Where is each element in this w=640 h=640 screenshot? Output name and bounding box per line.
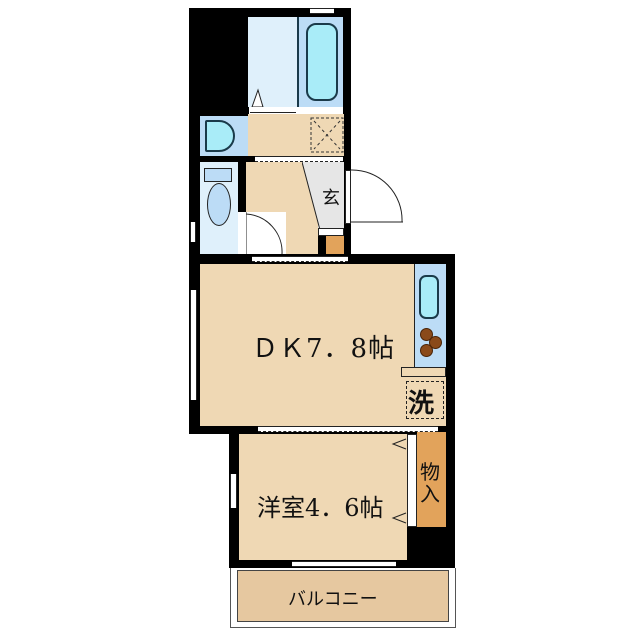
bathroom-dressing-area <box>248 17 298 107</box>
kitchen-shelf <box>401 367 446 377</box>
wall-toilet-right <box>238 162 246 212</box>
closet-door-arrow-icon <box>391 512 407 524</box>
front-door-frame <box>345 170 351 224</box>
stove-burner-icon <box>429 336 442 349</box>
closet-door-arrow-icon <box>391 438 407 450</box>
western-room <box>239 434 407 561</box>
dk-window[interactable] <box>190 290 197 400</box>
balcony-label: バルコニー <box>288 589 378 610</box>
dk-room <box>200 264 446 428</box>
washroom-door[interactable] <box>255 156 343 162</box>
dk-western-sliding-door[interactable] <box>258 426 438 432</box>
sink-icon <box>419 275 439 319</box>
wall-dk-right <box>446 254 455 554</box>
western-room-label: 洋室4．6帖 <box>257 494 384 522</box>
washing-space-icon <box>310 117 344 153</box>
wall-shoe-left <box>318 236 326 260</box>
balcony <box>237 570 449 622</box>
closet-label-line2: 入 <box>420 482 440 506</box>
washroom <box>248 114 344 156</box>
washbasin-icon <box>205 120 235 152</box>
balcony-window[interactable] <box>292 561 396 567</box>
shoe-box <box>318 228 344 236</box>
toilet-door-swing-icon <box>246 212 286 256</box>
front-door-swing-icon[interactable] <box>350 168 410 226</box>
entrance-label: 玄 <box>322 188 340 209</box>
wall-top <box>189 8 351 17</box>
bath-door[interactable] <box>250 107 296 113</box>
closet-doors[interactable] <box>407 434 417 527</box>
stove-burner-icon <box>420 344 433 357</box>
toilet-tank-icon <box>204 168 232 182</box>
laundry-space <box>406 381 444 419</box>
entrance-area <box>302 162 344 230</box>
hallway-door[interactable] <box>252 256 348 262</box>
bathroom-window[interactable] <box>310 8 334 14</box>
western-window[interactable] <box>230 474 237 508</box>
laundry-label: 洗 <box>408 389 435 419</box>
wall-mid-left <box>189 110 200 260</box>
bathtub-icon <box>306 23 338 101</box>
dk-room-label: ＤＫ7．8帖 <box>252 334 396 364</box>
toilet-window[interactable] <box>190 222 196 242</box>
wall-top-left-block <box>189 8 249 116</box>
closet-label-line1: 物 <box>420 460 440 484</box>
shoe-cabinet <box>326 236 344 256</box>
wall-top-right <box>343 8 351 260</box>
toilet-bowl-icon <box>207 183 231 226</box>
door-swing-icon <box>251 88 264 108</box>
closet <box>417 432 446 529</box>
